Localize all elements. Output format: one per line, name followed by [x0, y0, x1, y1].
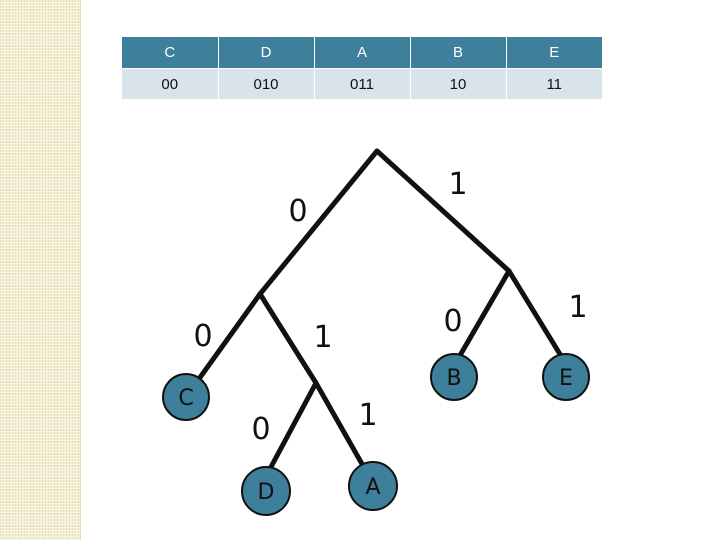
edge-n3-left: [452, 268, 512, 367]
leaf-label: E: [559, 366, 573, 391]
leaf-node-e: [542, 353, 590, 401]
edge-label: 1: [568, 290, 587, 325]
symbol-cell: E: [506, 37, 602, 69]
symbol-cell: D: [218, 37, 315, 69]
decorative-side-strip: [0, 0, 81, 540]
code-cell: 011: [314, 68, 411, 99]
edge-n2-left: [261, 380, 319, 483]
code-table-code-row: 00 010 011 10 11: [122, 68, 602, 99]
leaf-node-c: [162, 373, 210, 421]
code-cell: 010: [218, 68, 315, 99]
leaf-label: B: [446, 366, 461, 391]
edge-label: 0: [193, 319, 212, 354]
symbol-cell: B: [410, 37, 507, 69]
edge-n1-left: [188, 291, 263, 393]
code-cell: 10: [410, 68, 507, 99]
leaf-label: D: [258, 480, 275, 505]
leaf-node-a: [348, 461, 398, 511]
edge-label: 0: [443, 304, 462, 339]
edge-n2-right: [313, 380, 373, 481]
code-table: C D A B E 00 010 011 10 11: [122, 37, 602, 99]
edge-label: 1: [313, 320, 332, 355]
edge-label: 1: [358, 398, 377, 433]
edge-root-right: [374, 148, 512, 274]
leaf-node-d: [241, 466, 291, 516]
edge-n1-right: [257, 291, 319, 386]
symbol-cell: C: [122, 37, 219, 69]
leaf-label: A: [365, 475, 380, 500]
leaf-node-b: [430, 353, 478, 401]
code-cell: 00: [122, 68, 219, 99]
edge-label: 1: [448, 167, 467, 202]
edge-n3-right: [506, 268, 569, 367]
code-table-header-row: C D A B E: [122, 37, 602, 69]
symbol-cell: A: [314, 37, 411, 69]
edge-label: 0: [288, 194, 307, 229]
edge-label: 0: [251, 412, 270, 447]
leaf-label: C: [178, 386, 193, 411]
edge-root-left: [257, 148, 380, 297]
code-cell: 11: [506, 68, 602, 99]
